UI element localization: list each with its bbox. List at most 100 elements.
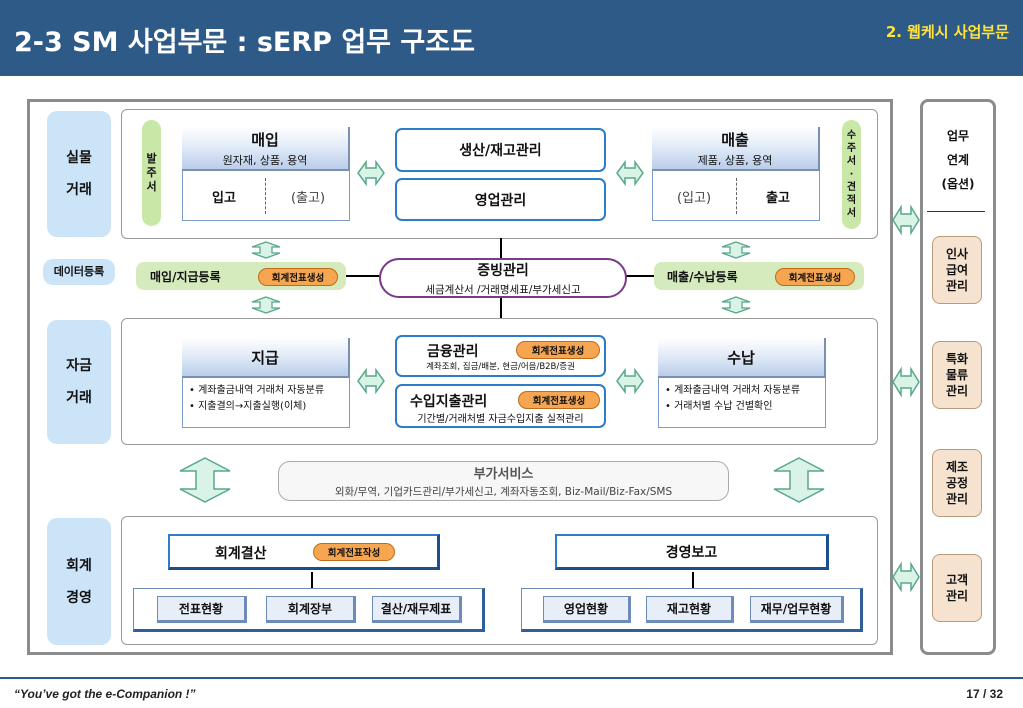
payment-title: 지급 <box>251 348 279 367</box>
sales-subtitle: 제품, 상품, 용역 <box>697 153 773 167</box>
row-label-funds-transaction: 자금 거래 <box>47 320 111 444</box>
addon-title: 부가서비스 <box>473 467 534 482</box>
payment-header: 지급 <box>182 338 350 378</box>
closing-journal-badge: 회계전표작성 <box>313 543 395 561</box>
quote-tag-char: 수 <box>846 130 857 141</box>
management-report-box: 경영보고 <box>555 534 829 570</box>
option-text-line: 관리 <box>945 279 969 293</box>
option-text-line: 물류 <box>945 368 969 382</box>
order-tag-char: 서 <box>146 180 157 193</box>
ledger-item: 회계장부 <box>266 596 356 623</box>
real-option-link-arrow-icon <box>892 204 920 236</box>
production-inventory-box: 생산/재고관리 <box>395 128 606 172</box>
receipt-registration-vertical-arrow-icon <box>721 296 751 314</box>
closing-box <box>168 534 440 570</box>
income-expense-title: 수입지출관리 <box>410 394 488 410</box>
option-text-line: 관리 <box>945 492 969 506</box>
finance-title: 금융관리 <box>427 344 479 360</box>
purchase-registration-vertical-arrow-icon <box>251 241 281 259</box>
center-receipt-double-arrow-icon <box>616 367 644 395</box>
option-text-line: 인사 <box>945 247 969 261</box>
funds-option-link-arrow-icon <box>892 366 920 398</box>
receipt-bullet: • 거래처별 수납 건별확인 <box>665 401 773 412</box>
voucher-status-item: 전표현황 <box>157 596 247 623</box>
quote-tag-char: · <box>849 169 854 180</box>
funds-accounting-left-arrow-icon <box>179 457 231 503</box>
finance-subtitle: 계좌조회, 집금/배분, 현금/어음/B2B/증권 <box>426 362 575 372</box>
evidence-management-oval: 증빙관리 세금계산서 /거래명세표/부가세신고 <box>379 258 627 298</box>
page-number: 17 / 32 <box>966 687 1003 701</box>
quote-tag-char: 적 <box>846 195 857 206</box>
report-connector <box>692 572 694 588</box>
option-link-header: 업무 연계 (옵션) <box>923 124 993 196</box>
order-tag-char: 발 <box>146 152 157 165</box>
row-label-accounting: 회계 경영 <box>47 518 111 645</box>
sales-status-item: 영업현황 <box>543 596 631 623</box>
receipt-header: 수납 <box>658 338 826 378</box>
purchase-stock-out: (출고) <box>290 190 326 206</box>
closing-connector <box>311 572 313 588</box>
income-journal-badge: 회계전표생성 <box>518 391 600 409</box>
footer-divider <box>0 677 1023 679</box>
receipt-bullets: • 계좌출금내역 거래처 자동분류 • 거래처별 수납 건별확인 <box>658 378 826 428</box>
option-header-line: 업무 <box>946 129 970 143</box>
financial-statement-item: 결산/재무제표 <box>372 596 462 623</box>
option-logistics: 특화 물류 관리 <box>932 341 982 409</box>
purchase-header: 매입 원자재, 상품, 용역 <box>182 127 350 171</box>
option-header-divider <box>927 211 985 212</box>
evidence-subtitle: 세금계산서 /거래명세표/부가세신고 <box>425 283 581 296</box>
sales-stock-out: 출고 <box>766 190 790 206</box>
option-customer: 고객 관리 <box>932 554 982 622</box>
journal-badge-left: 회계전표생성 <box>258 268 338 286</box>
purchase-subtitle: 원자재, 상품, 용역 <box>222 153 308 167</box>
option-header-line: 연계 <box>946 153 970 167</box>
purchase-subbox <box>182 171 350 221</box>
addon-subtitle: 외화/무역, 기업카드관리/부가세신고, 계좌자동조회, Biz-Mail/Bi… <box>334 486 673 498</box>
sales-divider <box>736 178 737 214</box>
option-text-line: 관리 <box>945 384 969 398</box>
receipt-bullet: • 계좌출금내역 거래처 자동분류 <box>665 385 801 396</box>
option-header-line: (옵션) <box>941 177 975 191</box>
receipt-title: 수납 <box>727 348 755 367</box>
option-text-line: 특화 <box>945 352 969 366</box>
quote-tag-char: 서 <box>846 156 857 167</box>
income-expense-subtitle: 기간별/거래처별 자금수입지출 실적관리 <box>417 414 584 425</box>
evidence-connector-bottom <box>500 294 502 320</box>
finance-status-item: 재무/업무현황 <box>750 596 844 623</box>
quotation-sheet-tag: 수 주 서 · 견 적 서 <box>842 120 861 229</box>
row-label-funds-line1: 자금 <box>66 358 92 374</box>
quote-tag-char: 서 <box>846 208 857 219</box>
sales-registration-vertical-arrow-icon <box>721 241 751 259</box>
section-label: 2. 웹케시 사업부문 <box>885 23 1009 41</box>
finance-journal-badge: 회계전표생성 <box>516 341 600 359</box>
quote-tag-char: 견 <box>846 182 857 193</box>
closing-title: 회계결산 <box>215 546 267 562</box>
sales-header: 매출 제품, 상품, 용역 <box>652 127 820 171</box>
row-label-funds-line2: 거래 <box>66 390 92 406</box>
order-tag-char: 주 <box>146 166 157 179</box>
center-sales-double-arrow-icon <box>616 159 644 187</box>
payment-bullet: • 지출결의→지출실행(이체) <box>189 401 307 412</box>
header-bar <box>0 0 1023 76</box>
sales-stock-in: (입고) <box>676 190 712 206</box>
purchase-divider <box>265 178 266 214</box>
row-label-real-line2: 거래 <box>66 182 92 198</box>
option-text-line: 제조 <box>945 460 969 474</box>
evidence-title: 증빙관리 <box>477 262 529 279</box>
payment-center-double-arrow-icon <box>357 367 385 395</box>
option-text-line: 관리 <box>945 589 969 603</box>
funds-accounting-right-arrow-icon <box>773 457 825 503</box>
sales-registration-label: 매출/수납등록 <box>667 270 738 284</box>
quote-tag-char: 주 <box>846 143 857 154</box>
option-text-line: 고객 <box>945 573 969 587</box>
option-text-line: 공정 <box>945 476 969 490</box>
payment-registration-vertical-arrow-icon <box>251 296 281 314</box>
payment-bullet: • 계좌출금내역 거래처 자동분류 <box>189 385 325 396</box>
row-label-real-transaction: 실물 거래 <box>47 111 111 237</box>
footer-slogan: “You’ve got the e-Companion !” <box>14 687 196 701</box>
row-label-accounting-line1: 회계 <box>66 557 92 574</box>
page-title: 2-3 SM 사업부문 : sERP 업무 구조도 <box>14 27 475 58</box>
payment-bullets: • 계좌출금내역 거래처 자동분류 • 지출결의→지출실행(이체) <box>182 378 350 428</box>
purchase-title: 매입 <box>251 130 279 149</box>
purchase-stock-in: 입고 <box>212 190 236 206</box>
